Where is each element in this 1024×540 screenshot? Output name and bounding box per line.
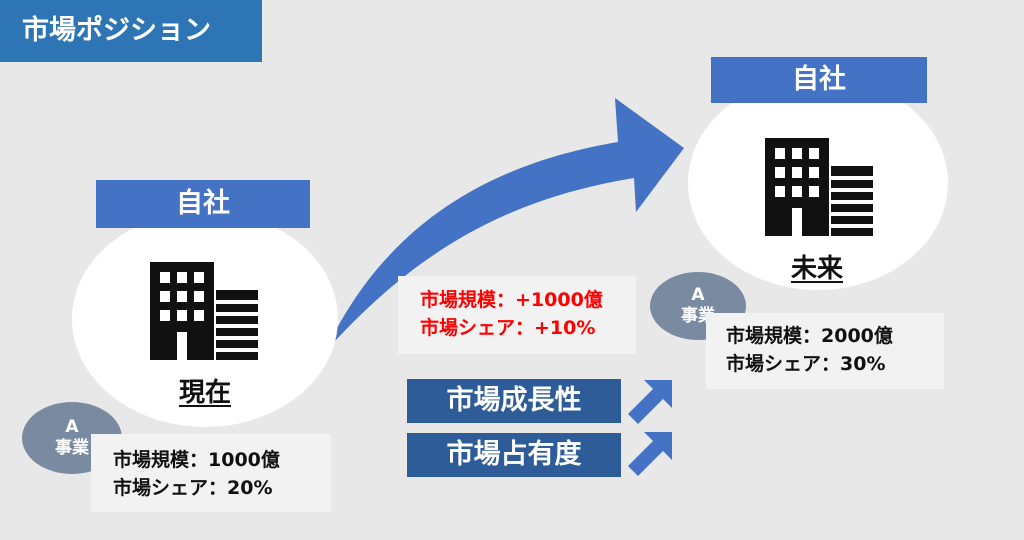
future-market-share: 市場シェア：30%: [726, 353, 886, 375]
future-market-info: 市場規模：2000億 市場シェア：30%: [706, 313, 944, 389]
factor-market-share: 市場占有度: [407, 433, 621, 477]
change-market-share: 市場シェア：+10%: [420, 317, 596, 339]
current-market-share: 市場シェア：20%: [113, 477, 273, 499]
badge-letter: A: [65, 416, 79, 437]
change-market-size: 市場規模：+1000億: [420, 289, 603, 311]
office-building-icon: [765, 138, 873, 236]
current-market-size: 市場規模：1000億: [113, 449, 280, 471]
future-company-label: 自社: [711, 57, 927, 103]
current-market-info: 市場規模：1000億 市場シェア：20%: [91, 434, 331, 512]
office-building-icon: [150, 262, 258, 360]
future-market-size: 市場規模：2000億: [726, 325, 893, 347]
market-change-info: 市場規模：+1000億 市場シェア：+10%: [398, 276, 636, 354]
factor-market-growth: 市場成長性: [407, 379, 621, 423]
badge-text: 事業: [55, 438, 89, 458]
badge-letter: A: [691, 284, 705, 305]
up-right-arrow-icon: [628, 432, 672, 476]
future-caption: 未来: [790, 254, 843, 284]
current-company-label: 自社: [96, 180, 310, 228]
up-right-arrow-icon: [628, 380, 672, 424]
current-caption: 現在: [178, 378, 231, 408]
page-title: 市場ポジション: [0, 0, 262, 62]
